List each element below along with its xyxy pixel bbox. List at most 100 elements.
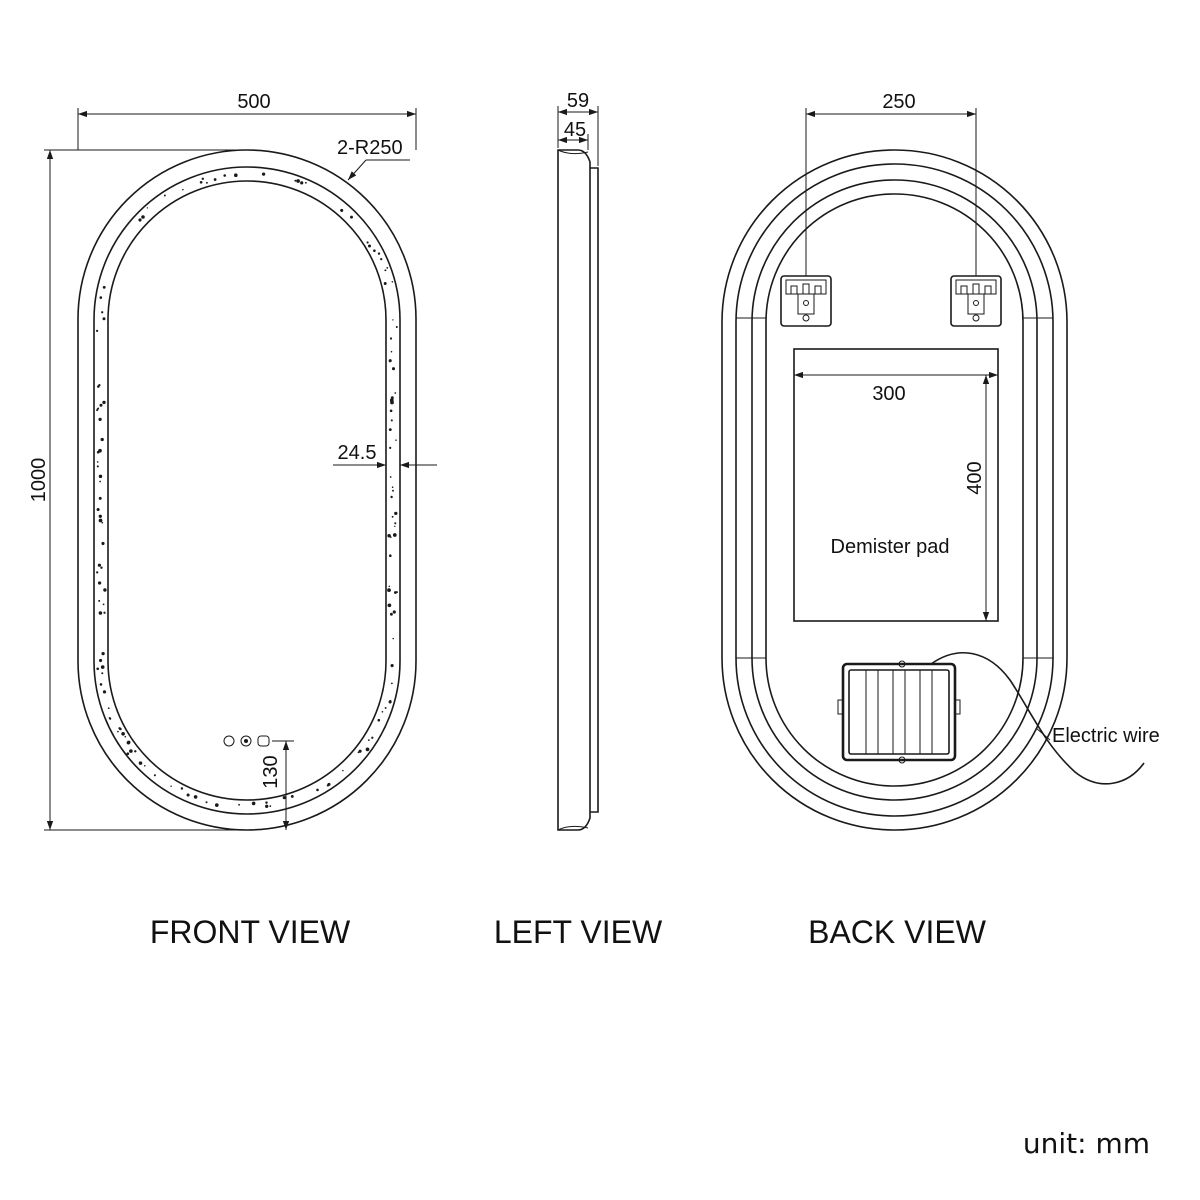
led-speckle xyxy=(124,735,127,738)
led-speckle xyxy=(102,603,105,606)
led-speckle xyxy=(395,439,397,441)
led-speckle xyxy=(99,449,102,451)
led-speckle xyxy=(98,417,102,422)
led-speckle xyxy=(97,407,100,410)
back-pad-width-label: 300 xyxy=(872,383,905,405)
led-speckle xyxy=(146,207,149,209)
led-speckle xyxy=(391,367,396,371)
led-speckle xyxy=(101,672,104,675)
back-pad-label: Demister pad xyxy=(831,536,950,558)
led-speckle xyxy=(387,603,392,608)
led-speckle xyxy=(327,782,331,786)
led-speckle xyxy=(180,787,184,790)
led-speckle xyxy=(389,398,394,403)
led-band-texture xyxy=(96,172,398,808)
led-speckle xyxy=(186,793,190,797)
led-speckle xyxy=(96,667,99,671)
led-speckle xyxy=(205,801,208,804)
led-speckle xyxy=(97,563,101,567)
led-speckle xyxy=(367,739,370,741)
led-speckle xyxy=(102,285,106,289)
led-speckle xyxy=(99,658,103,663)
led-speckle xyxy=(117,730,119,733)
led-speckle xyxy=(391,682,393,685)
led-speckle xyxy=(350,215,353,219)
led-speckle xyxy=(103,588,107,592)
left-depth-body-label: 45 xyxy=(564,119,586,141)
led-speckle xyxy=(386,266,389,269)
led-speckle xyxy=(205,181,208,184)
led-speckle xyxy=(99,683,103,686)
led-speckle xyxy=(390,419,393,422)
led-speckle xyxy=(199,180,203,184)
led-speckle xyxy=(108,716,111,720)
led-speckle xyxy=(388,585,391,588)
led-speckle xyxy=(390,396,394,400)
led-speckle xyxy=(251,801,256,806)
front-view-title: FRONT VIEW xyxy=(150,914,351,950)
led-speckle xyxy=(213,178,217,181)
led-speckle xyxy=(118,727,121,730)
touch-switch-group xyxy=(223,735,270,747)
led-speckle xyxy=(98,518,103,523)
front-led-band-inner xyxy=(107,180,387,801)
led-speckle xyxy=(98,611,103,615)
led-speckle xyxy=(96,571,99,574)
led-speckle xyxy=(384,706,387,709)
led-speckle xyxy=(265,804,269,808)
left-depth-total-label: 59 xyxy=(567,90,589,112)
led-speckle xyxy=(373,249,376,252)
led-speckle xyxy=(371,736,374,739)
led-speckle xyxy=(366,241,369,244)
led-speckle xyxy=(141,215,145,219)
front-radius-label: 2-R250 xyxy=(337,137,403,159)
led-speckle xyxy=(390,495,393,499)
led-speckle xyxy=(100,437,104,442)
led-speckle xyxy=(389,476,392,478)
led-speckle xyxy=(387,588,391,592)
led-speckle xyxy=(182,188,184,191)
back-pad-height-label: 400 xyxy=(964,461,986,494)
led-speckle xyxy=(234,173,238,177)
led-speckle xyxy=(392,610,396,614)
left-view-title: LEFT VIEW xyxy=(494,914,663,950)
led-speckle xyxy=(101,651,105,656)
led-speckle xyxy=(393,591,397,594)
led-speckle xyxy=(392,319,394,321)
dimmer-switch-icon xyxy=(240,735,252,747)
led-speckle xyxy=(391,515,394,518)
hanging-bracket-left xyxy=(780,275,832,327)
led-speckle xyxy=(99,403,103,407)
back-view: 250 300 400 Demister pad Electric wire B… xyxy=(721,91,1160,950)
led-speckle xyxy=(391,486,394,488)
led-speckle xyxy=(269,805,272,808)
led-speckle xyxy=(99,296,103,299)
led-speckle xyxy=(388,700,392,704)
led-speckle xyxy=(395,326,398,328)
led-speckle xyxy=(390,664,394,668)
led-speckle xyxy=(96,450,100,454)
led-speckle xyxy=(223,174,226,177)
led-speckle xyxy=(394,511,398,516)
led-speckle xyxy=(121,731,125,736)
led-speckle xyxy=(96,507,100,512)
left-profile-outer xyxy=(557,149,591,831)
front-height-label: 1000 xyxy=(28,458,50,503)
led-speckle xyxy=(201,177,204,180)
led-speckle xyxy=(102,690,107,694)
led-speckle xyxy=(96,461,99,463)
back-bracket-spacing-label: 250 xyxy=(882,91,915,113)
led-speckle xyxy=(387,534,391,538)
led-speckle xyxy=(96,409,99,412)
led-speckle xyxy=(389,612,393,616)
demister-switch-icon xyxy=(257,735,270,747)
led-speckle xyxy=(214,803,219,807)
led-speckle xyxy=(358,749,362,753)
front-switch-offset-label: 130 xyxy=(260,755,282,788)
led-speckle xyxy=(261,172,266,176)
led-speckle xyxy=(300,181,304,185)
led-speckle xyxy=(97,581,102,585)
led-speckle xyxy=(392,637,394,640)
led-speckle xyxy=(384,269,387,272)
